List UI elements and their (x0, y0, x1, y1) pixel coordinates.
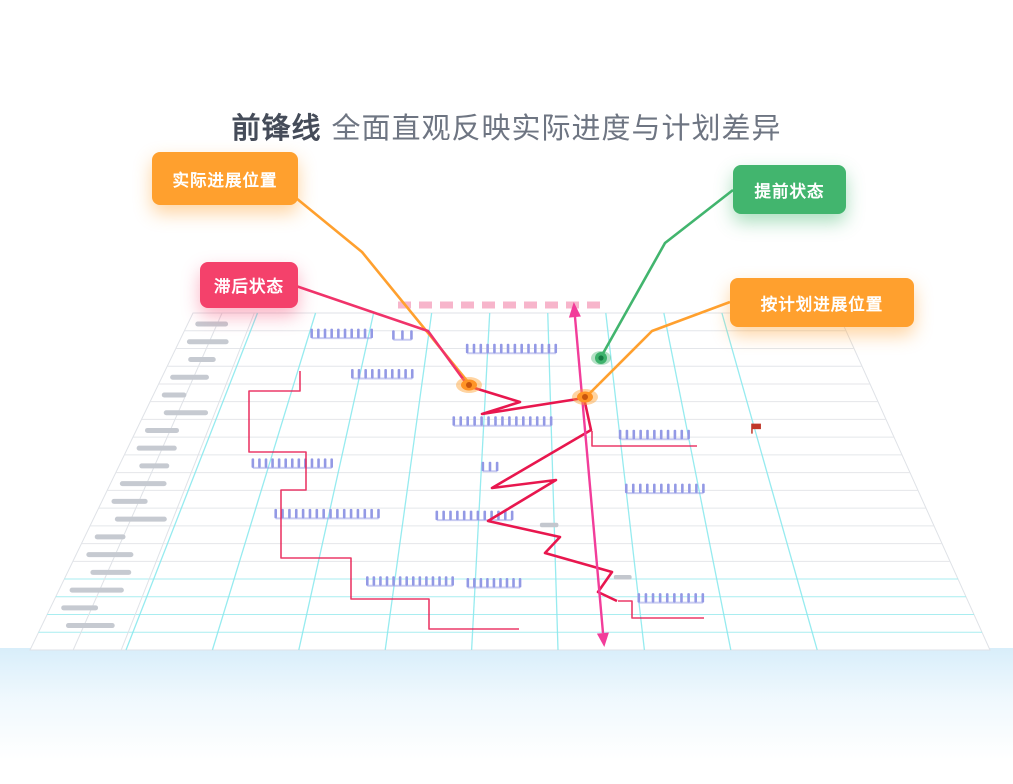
row-label-placeholders (61, 321, 229, 629)
bottom-gradient (0, 648, 1013, 760)
page-title-keyword: 前锋线 (231, 113, 322, 146)
arrow-up-icon (568, 302, 581, 318)
marker-planned-progress (572, 389, 598, 405)
planned-date-line (568, 302, 609, 647)
marker-ahead-status (591, 351, 611, 365)
frontline-zigzag (467, 384, 618, 603)
callout-actual-progress-badge: 实际进展位置 (152, 152, 298, 205)
frontline-step-lines (248, 371, 704, 630)
arrow-down-icon (596, 632, 609, 647)
page-title-description: 全面直观反映实际进度与计划差异 (331, 113, 782, 146)
callout-planned-progress-badge: 按计划进展位置 (730, 278, 914, 327)
task-bars (251, 328, 705, 604)
gantt-plane (29, 312, 991, 651)
callout-ahead-status-badge: 提前状态 (733, 165, 846, 214)
milestone-flag-icon (751, 423, 761, 434)
marker-actual-progress (456, 377, 482, 393)
callout-leader-lines (295, 188, 734, 397)
gantt-grid (38, 312, 982, 651)
callout-behind-status-badge: 滞后状态 (200, 262, 298, 308)
page-title: 前锋线全面直观反映实际进度与计划差异 (0, 105, 1013, 147)
